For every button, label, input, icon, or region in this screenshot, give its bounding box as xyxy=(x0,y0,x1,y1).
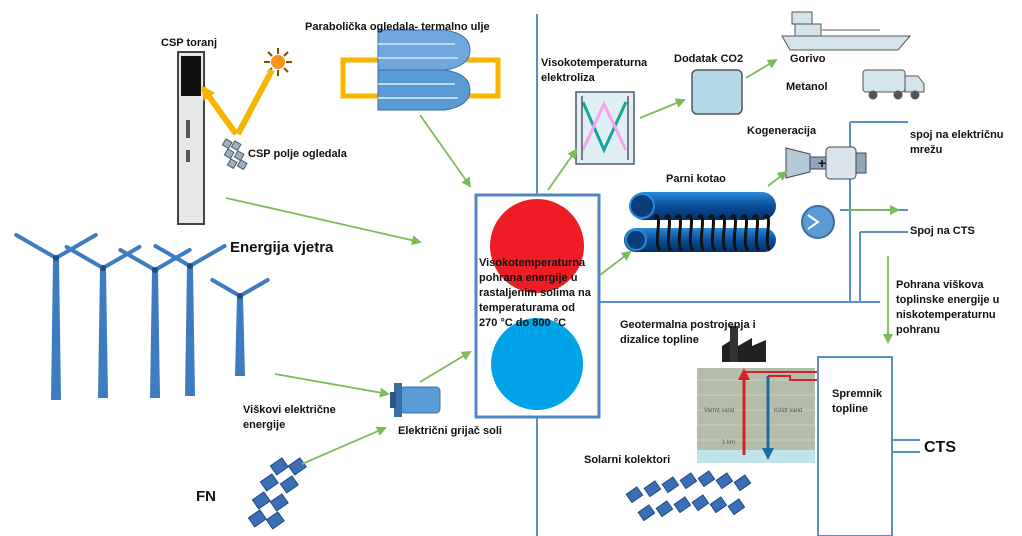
co2-label: Dodatak CO2 xyxy=(674,53,744,65)
cold-water-label: Koldt vand xyxy=(774,408,802,414)
fuel-label: Gorivo xyxy=(790,53,826,65)
wind-turbine-hub xyxy=(187,263,193,269)
depth-label: 1 km xyxy=(722,440,735,446)
boiler-coil xyxy=(762,214,771,252)
cts-connection-label: Spoj na CTS xyxy=(910,225,975,237)
wind-turbine-blade xyxy=(101,245,142,270)
svg-text:+: + xyxy=(818,155,826,171)
boiler-coil xyxy=(707,214,716,252)
boiler-coil xyxy=(652,214,661,252)
heliostat-field-icon xyxy=(221,138,248,171)
pv-label: FN xyxy=(196,488,216,505)
wind-turbine-hub xyxy=(237,293,243,299)
wind-energy-label: Energija vjetra xyxy=(230,239,334,256)
parabolic-trough-icon xyxy=(340,29,501,111)
wind-turbine-hub xyxy=(100,265,106,271)
pv-panels-icon xyxy=(247,457,307,530)
sun-ray-arrows xyxy=(200,68,275,136)
boiler-coil xyxy=(718,214,727,252)
csp-field-label: CSP polje ogledala xyxy=(248,148,347,160)
wind-turbine-blade xyxy=(54,233,98,260)
boiler-coil xyxy=(663,214,672,252)
wind-turbine-blade xyxy=(153,244,192,268)
wind-turbine-blade xyxy=(210,278,242,298)
cogeneration-turbine-icon: + xyxy=(785,146,867,180)
wind-turbine-hub xyxy=(53,255,59,261)
wind-turbine-blade xyxy=(153,248,192,272)
wind-turbine-blade xyxy=(118,248,157,272)
csp-tower-icon xyxy=(177,51,205,225)
csp-tower-label: CSP toranj xyxy=(161,37,218,49)
heat-exchanger-icon xyxy=(801,205,835,239)
wind-turbine-blade xyxy=(238,278,270,298)
wind-turbine-blade xyxy=(64,245,105,270)
wind-turbine-blade xyxy=(188,244,227,268)
flow-arrows xyxy=(225,58,900,465)
boiler-coil xyxy=(696,214,705,252)
wind-turbine-hub xyxy=(152,267,158,273)
wind-turbine-tower xyxy=(150,270,160,398)
wind-turbine-tower xyxy=(185,266,195,396)
heat-storage-tank xyxy=(817,356,893,536)
boiler-coil xyxy=(751,214,760,252)
warm-water-label: Varmt vand xyxy=(704,408,734,414)
hot-salt-tank-icon xyxy=(490,199,584,293)
storage-description: Visokotemperaturna pohrana energije u ra… xyxy=(479,257,591,329)
boiler-coil xyxy=(740,214,749,252)
ship-icon xyxy=(781,11,912,51)
wind-turbine-blade xyxy=(14,233,58,260)
steam-boiler-label: Parni kotao xyxy=(666,173,726,185)
wind-turbine-tower xyxy=(98,268,108,398)
salt-heater-label: Električni grijač soli xyxy=(398,425,502,437)
co2-addition-box xyxy=(691,69,743,115)
methanol-label: Metanol xyxy=(786,81,828,93)
steam-boiler-icon xyxy=(624,192,776,252)
truck-icon xyxy=(862,69,925,100)
geothermal-plant-icon: Varmt vand Koldt vand 1 km xyxy=(697,326,818,463)
salt-heater-icon xyxy=(390,383,441,417)
boiler-coil xyxy=(685,214,694,252)
cold-salt-tank-icon xyxy=(491,318,583,410)
cts-label: CTS xyxy=(924,439,956,456)
cogeneration-label: Kogeneracija xyxy=(747,125,817,137)
boiler-coil xyxy=(674,214,683,252)
solar-collectors-icon xyxy=(625,470,752,522)
wind-turbine-tower xyxy=(235,296,245,376)
parabolic-mirrors-label: Parabolička ogledala- termalno ulje xyxy=(305,21,490,33)
boiler-coil xyxy=(729,214,738,252)
wind-turbines-icon xyxy=(14,233,270,400)
molten-salt-storage xyxy=(474,193,601,419)
electrolysis-icon xyxy=(575,91,635,165)
wind-turbine-tower xyxy=(51,258,61,400)
solar-collectors-label: Solarni kolektori xyxy=(584,454,671,466)
